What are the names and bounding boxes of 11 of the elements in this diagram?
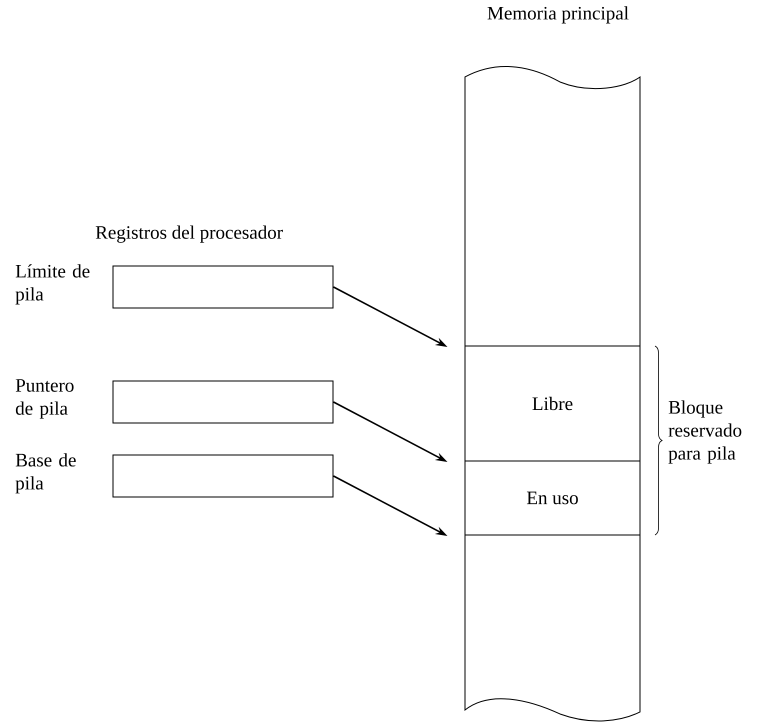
- memory-cell: En uso: [464, 460, 640, 536]
- node-label: Base de pila: [16, 453, 76, 494]
- heading: Registros del procesador: [96, 226, 283, 243]
- node-label: Puntero de pila: [16, 379, 74, 419]
- node-label: Límite de pila: [16, 264, 90, 304]
- register-box: Puntero de pila: [16, 379, 334, 424]
- register-box: Base de pila: [16, 453, 334, 498]
- brace-label: Bloque reservado para pila: [668, 400, 742, 464]
- node-label: Memoria principal: [488, 6, 629, 24]
- register-box: Límite de pila: [16, 264, 334, 308]
- memory-cell: Libre: [464, 345, 640, 462]
